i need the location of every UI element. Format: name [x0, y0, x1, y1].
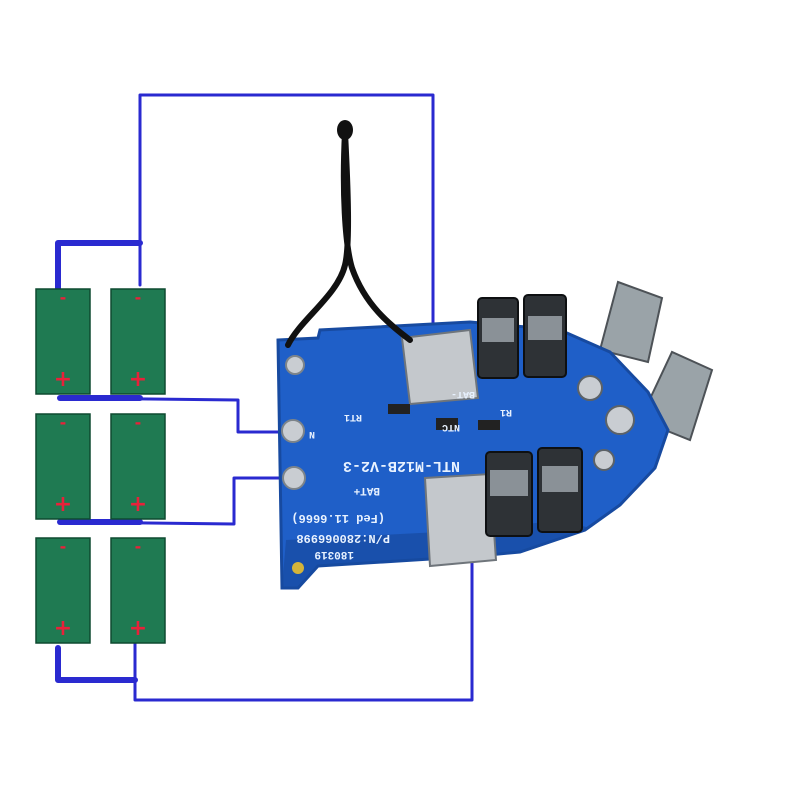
bat-minus-solder	[400, 328, 480, 406]
pcb-pad-1	[281, 419, 305, 443]
battery-cell: -+	[35, 288, 91, 395]
terminal-tab-1	[598, 280, 664, 364]
thermistor-lead-left	[285, 129, 352, 348]
battery-cell-body	[35, 537, 91, 644]
battery-cell: -+	[35, 413, 91, 520]
battery-cell: -+	[110, 413, 166, 520]
pcb-model-text: NTL-M12B-V2-3	[343, 457, 460, 474]
pcb-bat-plus-label: BAT+	[353, 484, 380, 496]
pcb-mount-hole-bottom	[292, 562, 304, 574]
pcb-part-number-text: P/N:280066998	[296, 531, 390, 545]
cell-negative-sign: -	[135, 413, 142, 432]
mosfet-1-top	[482, 318, 514, 342]
battery-cell-body	[110, 537, 166, 644]
smd-ntc	[436, 418, 458, 430]
battery-cell-body	[35, 288, 91, 395]
wiring	[55, 93, 474, 702]
wire-junction-1	[58, 396, 292, 434]
cell-negative-sign: -	[60, 537, 67, 556]
cell-negative-sign: -	[60, 413, 67, 432]
cell-positive-sign: +	[54, 367, 72, 392]
pcb-code-text: (Fed 11.6666)	[291, 511, 385, 525]
battery-cell: -+	[35, 537, 91, 644]
battery-cells: -+-+-+-+-+-+	[35, 288, 166, 644]
wire-top-jumper	[55, 240, 143, 293]
battery-cell: -+	[110, 537, 166, 644]
screw-hole-2	[605, 405, 635, 435]
cell-positive-sign: +	[129, 616, 147, 641]
pcb-date-text: 180319	[314, 548, 354, 560]
wire-bat-plus	[133, 533, 474, 702]
cell-positive-sign: +	[54, 492, 72, 517]
wire-junction-2	[58, 476, 296, 526]
cell-positive-sign: +	[54, 616, 72, 641]
thermistor-lead-right	[340, 129, 413, 343]
pcb-r1-label: R1	[500, 406, 512, 417]
pcb-n-label: N	[309, 428, 315, 439]
mosfet-3-top	[490, 470, 528, 496]
cell-positive-sign: +	[129, 492, 147, 517]
cell-positive-sign: +	[129, 367, 147, 392]
pcb-ntc-label: NTC	[442, 421, 460, 432]
mosfet-2-top	[528, 316, 562, 340]
screw-hole-1	[577, 375, 603, 401]
battery-cell-body	[35, 413, 91, 520]
smd-rt1	[388, 404, 410, 414]
bms-pcb: NTL-M12B-V2-3 BAT+ (Fed 11.6666) P/N:280…	[276, 120, 714, 590]
pcb-mount-hole	[285, 355, 305, 375]
wire-bottom-jumper	[55, 645, 138, 683]
cell-negative-sign: -	[60, 288, 67, 307]
mosfet-4-top	[542, 466, 578, 492]
pcb-rt1-label: RT1	[344, 411, 362, 422]
cell-negative-sign: -	[135, 537, 142, 556]
bat-plus-solder	[423, 472, 498, 568]
pcb-pad-2	[282, 466, 306, 490]
wire-bat-minus	[138, 93, 435, 350]
cell-negative-sign: -	[135, 288, 142, 307]
battery-cell-body	[110, 413, 166, 520]
battery-cell-body	[110, 288, 166, 395]
thermistor-bead	[337, 120, 353, 140]
battery-cell: -+	[110, 288, 166, 395]
smd-r1	[478, 420, 500, 430]
screw-hole-3	[593, 449, 615, 471]
pcb-bat-minus-label: BAT-	[451, 388, 475, 399]
